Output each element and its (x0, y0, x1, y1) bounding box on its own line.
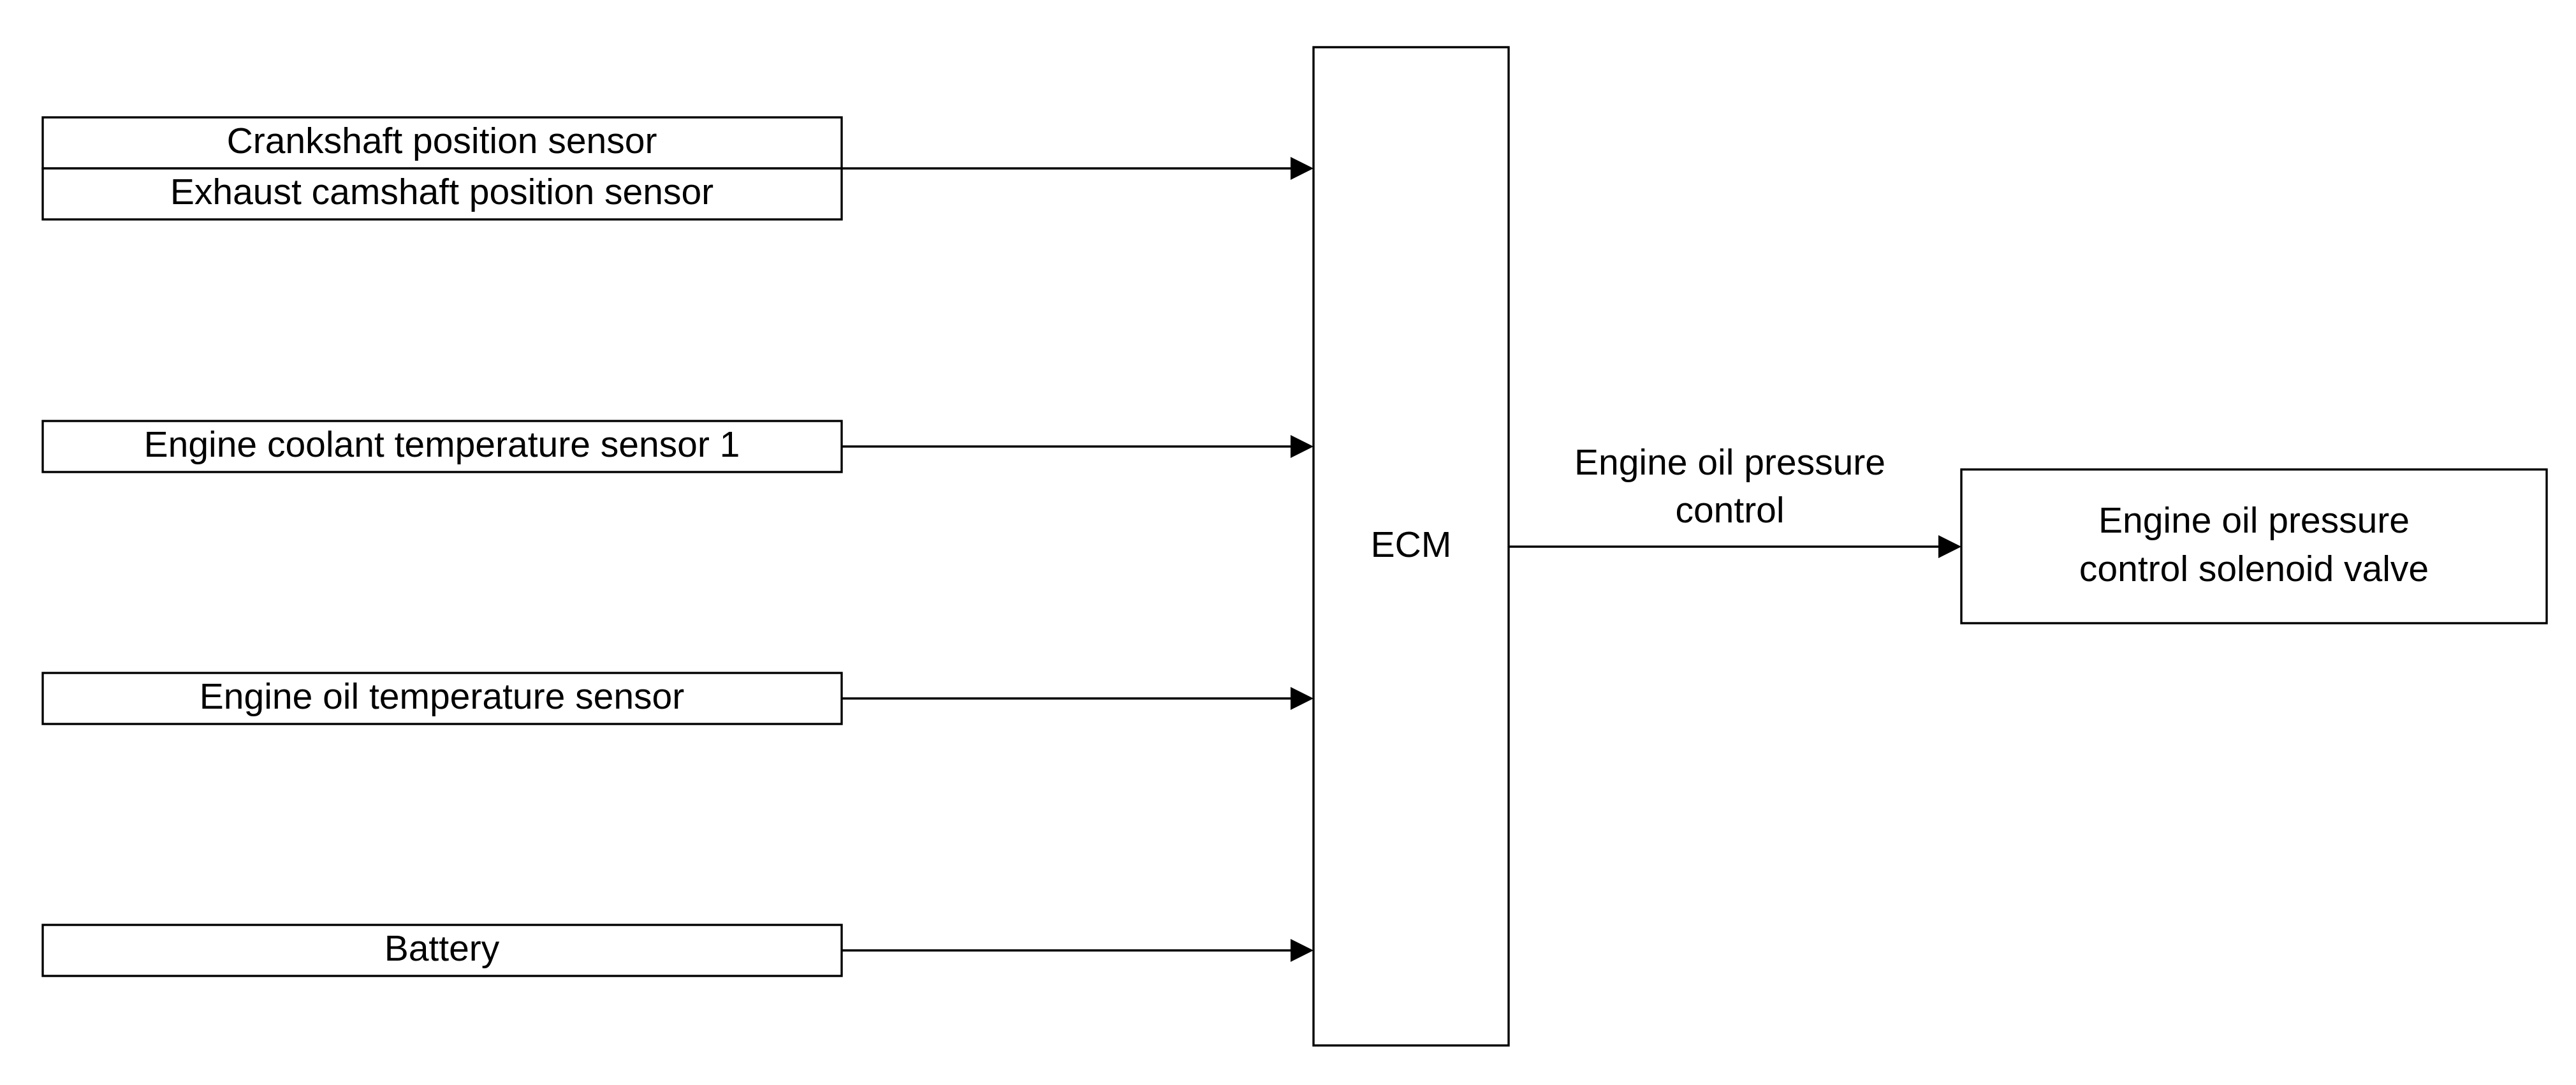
arrowhead-position-sensors (1291, 157, 1314, 180)
exhaust-camshaft-sensor-box (41, 167, 843, 221)
solenoid-valve-label-line1: Engine oil pressure (2098, 500, 2410, 541)
solenoid-valve-label-line2: control solenoid valve (2079, 549, 2429, 589)
ecm-box (1312, 46, 1510, 1047)
input-group-position-sensors: Crankshaft position sensor Exhaust camsh… (41, 116, 843, 221)
ecm-label: ECM (1371, 524, 1452, 565)
arrowhead-coolant-temp (1291, 435, 1314, 458)
input-battery: Battery (41, 924, 843, 977)
solenoid-valve-box (1960, 468, 2548, 624)
arrowhead-oil-temp (1291, 687, 1314, 710)
exhaust-camshaft-sensor-label: Exhaust camshaft position sensor (170, 172, 714, 212)
battery-label: Battery (384, 928, 500, 969)
input-arrows (842, 157, 1314, 962)
crankshaft-sensor-box (41, 116, 843, 170)
arrowhead-battery (1291, 939, 1314, 962)
oil-temp-sensor-label: Engine oil temperature sensor (200, 676, 684, 717)
coolant-temp-sensor-box (41, 420, 843, 473)
output-arrow: Engine oil pressure control (1509, 442, 1961, 558)
input-coolant-temp-sensor: Engine coolant temperature sensor 1 (41, 420, 843, 473)
coolant-temp-sensor-label: Engine coolant temperature sensor 1 (144, 424, 740, 465)
arrowhead-output (1938, 535, 1961, 558)
battery-box (41, 924, 843, 977)
output-signal-label-line1: Engine oil pressure (1574, 442, 1885, 483)
input-oil-temp-sensor: Engine oil temperature sensor (41, 672, 843, 725)
crankshaft-sensor-label: Crankshaft position sensor (227, 121, 657, 161)
output-signal-label-line2: control (1675, 490, 1784, 531)
output-solenoid-valve: Engine oil pressure control solenoid val… (1960, 468, 2548, 624)
ecm-block: ECM (1312, 46, 1510, 1047)
